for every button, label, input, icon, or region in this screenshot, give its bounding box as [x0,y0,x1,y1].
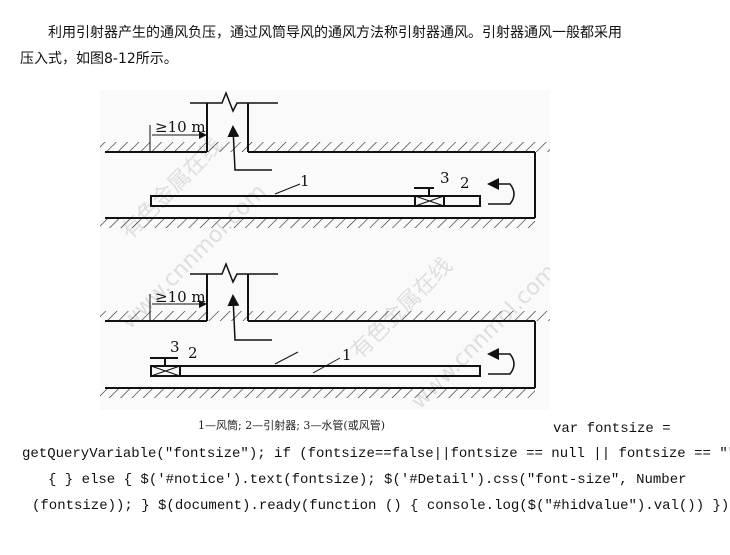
ejector-ventilation-figure: 有色金属在线 www.cnnmol.com 有色金属在线 www.cnnmol.… [100,90,550,410]
code-line-4: (fontsize)); } $(document).ready(functio… [32,498,730,514]
watermark: 有色金属在线 www.cnnmol.com 有色金属在线 www.cnnmol.… [117,133,550,410]
bottom-label-3: 3 [170,338,180,356]
code-line-1: var fontsize = [553,421,671,437]
paragraph-line-2: 压入式，如图8-12所示。 [20,51,178,67]
top-label-1: 1 [300,172,310,190]
code-line-2: getQueryVariable("fontsize"); if (fontsi… [22,446,730,462]
diagram-top [100,90,550,228]
bottom-label-1: 1 [342,346,352,364]
svg-text:有色金属在线: 有色金属在线 [347,253,458,364]
top-label-2: 2 [460,174,470,192]
figure-caption: 1—风筒; 2—引射器; 3—水管(或风管) [198,419,385,432]
diagram-bottom [100,261,550,398]
bottom-label-2: 2 [188,344,198,362]
top-label-3: 3 [440,169,450,187]
paragraph-line-1: 利用引射器产生的通风负压，通过风筒导风的通风方法称引射器通风。引射器通风一般都采… [48,25,622,41]
code-line-3: { } else { $('#notice').text(fontsize); … [48,472,687,488]
bottom-distance-label: ≥10 m [155,288,206,306]
top-distance-label: ≥10 m [155,118,206,136]
